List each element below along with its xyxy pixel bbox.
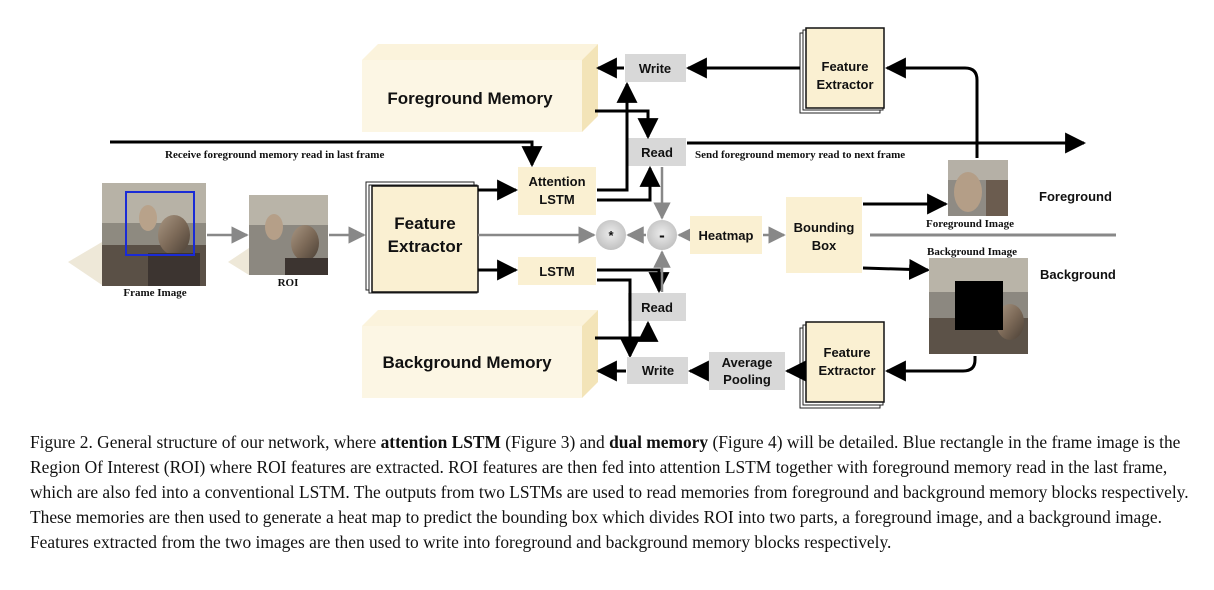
multiply-operator: *	[596, 220, 626, 250]
svg-text:Feature: Feature	[824, 345, 871, 360]
foreground-label: Foreground	[1039, 189, 1112, 204]
foreground-memory-block: Foreground Memory	[362, 44, 598, 132]
arrow-attention-to-write	[597, 81, 638, 192]
arrow-bg-memory-to-read	[595, 320, 659, 342]
arrow-bbox-to-background	[862, 258, 931, 280]
arrow-fg-image-to-extractor	[884, 57, 979, 158]
background-image-label: Background Image	[927, 246, 1017, 258]
send-text: Send foreground memory read to next fram…	[695, 149, 905, 161]
foreground-image-label: Foreground Image	[926, 218, 1014, 230]
receive-text: Receive foreground memory read in last f…	[165, 149, 384, 161]
svg-text:Read: Read	[641, 145, 673, 160]
main-feature-extractor: Feature Extractor	[365, 181, 479, 294]
arrow-lstm-to-write	[597, 278, 641, 359]
write-bottom-box: Write	[627, 357, 688, 384]
arrow-fg-memory-to-read	[595, 109, 659, 140]
roi-rectangle	[125, 191, 195, 256]
frame-image	[68, 183, 206, 286]
svg-text:Feature: Feature	[822, 59, 869, 74]
svg-text:Extractor: Extractor	[816, 77, 873, 92]
svg-text:Heatmap: Heatmap	[699, 228, 754, 243]
network-diagram: Foreground Memory Background Memory Fram…	[68, 27, 1116, 409]
figure-caption: Figure 2. General structure of our netwo…	[30, 432, 1189, 552]
read-top-box: Read	[628, 138, 686, 166]
svg-text:LSTM: LSTM	[539, 192, 574, 207]
top-feature-extractor: Feature Extractor	[799, 27, 885, 114]
svg-text:Attention: Attention	[528, 174, 585, 189]
bottom-feature-extractor: Feature Extractor	[799, 321, 885, 409]
svg-text:Bounding: Bounding	[794, 220, 855, 235]
read-bottom-box: Read	[628, 293, 686, 321]
background-image	[929, 258, 1028, 354]
svg-text:Extractor: Extractor	[388, 237, 463, 256]
svg-text:Feature: Feature	[394, 214, 455, 233]
svg-text:-: -	[659, 226, 665, 245]
background-label: Background	[1040, 267, 1116, 282]
background-memory-label: Background Memory	[382, 353, 552, 372]
roi-image	[228, 195, 328, 275]
arrow-bg-image-to-extractor	[884, 356, 977, 382]
arrow-receive-memory	[110, 140, 543, 168]
bounding-box-block: Bounding Box	[786, 197, 862, 273]
lstm-block: LSTM	[518, 257, 596, 285]
background-memory-block: Background Memory	[362, 310, 598, 398]
svg-text:Read: Read	[641, 300, 673, 315]
svg-text:Average: Average	[722, 355, 773, 370]
svg-text:Extractor: Extractor	[818, 363, 875, 378]
svg-text:Write: Write	[642, 363, 674, 378]
frame-image-label: Frame Image	[123, 287, 186, 299]
subtract-operator: -	[647, 220, 677, 250]
roi-label: ROI	[278, 277, 299, 289]
svg-text:Pooling: Pooling	[723, 372, 771, 387]
attention-lstm-block: Attention LSTM	[518, 167, 596, 215]
svg-text:*: *	[608, 228, 614, 243]
svg-text:Box: Box	[812, 238, 837, 253]
write-top-box: Write	[625, 54, 686, 82]
arrow-lstm-to-read	[597, 268, 670, 294]
foreground-memory-label: Foreground Memory	[387, 89, 553, 108]
foreground-image	[948, 160, 1008, 216]
svg-text:LSTM: LSTM	[539, 264, 574, 279]
svg-text:Write: Write	[639, 61, 671, 76]
heatmap-block: Heatmap	[690, 216, 762, 254]
arrow-attention-to-read	[597, 165, 661, 202]
average-pooling-block: Average Pooling	[709, 352, 785, 390]
